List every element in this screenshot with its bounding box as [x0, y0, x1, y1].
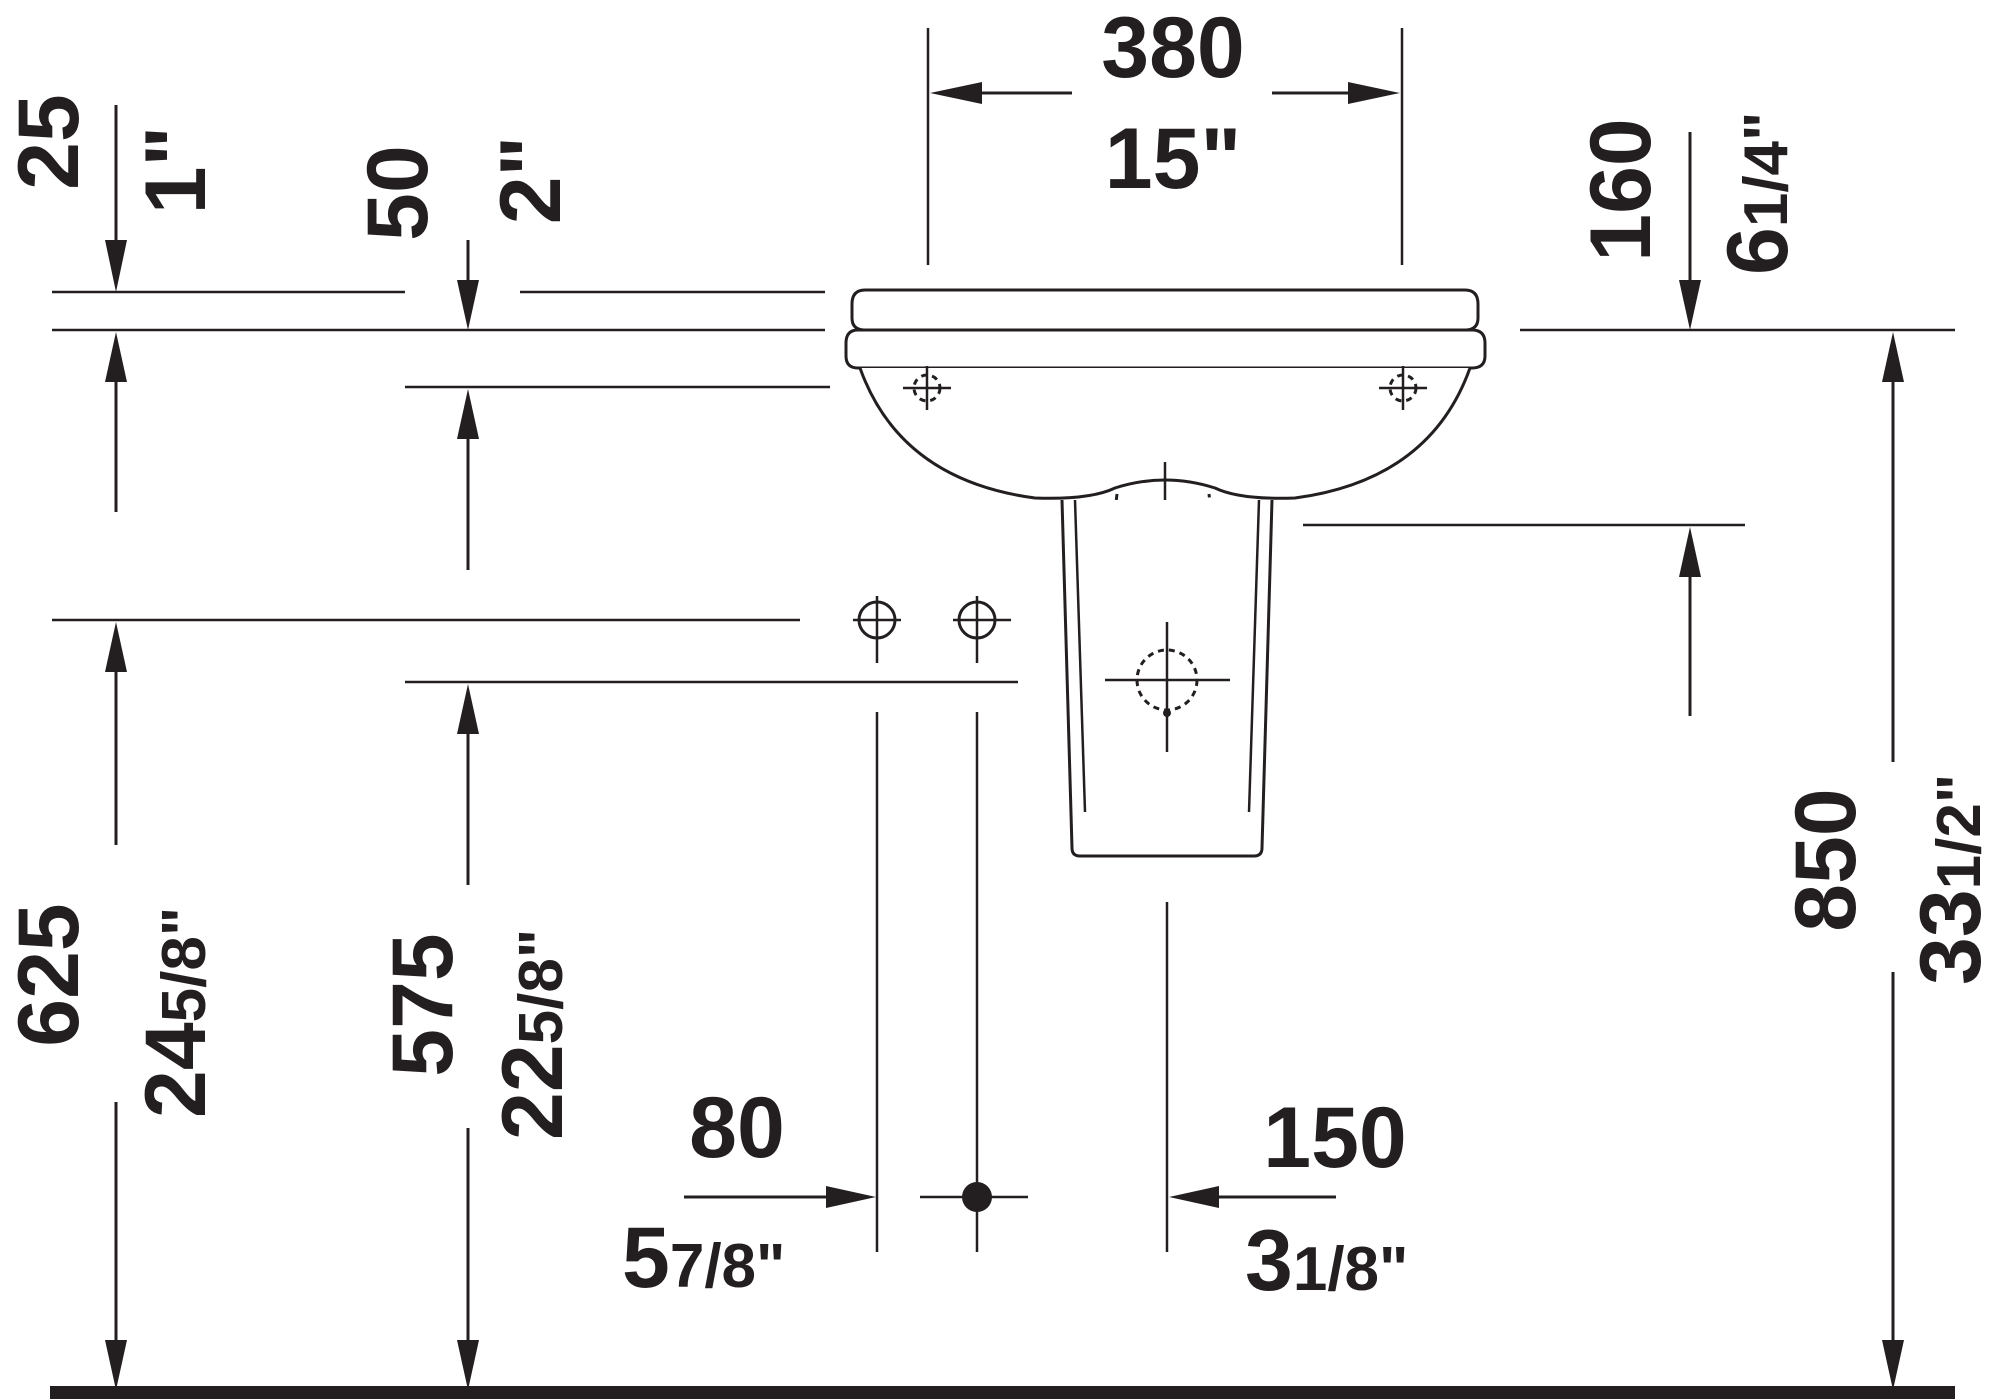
mounting-hole-right-icon: [1379, 366, 1427, 410]
dim-575-inch: 225/8": [485, 929, 581, 1140]
dim-380-mm: 380: [1101, 0, 1245, 96]
mounting-hole-left-icon: [903, 366, 951, 410]
basin-rim-band: [844, 328, 1487, 370]
dim-25-mm: 25: [1, 94, 97, 190]
dim-160-mm: 160: [1573, 118, 1669, 262]
supply-valve-right-icon: [953, 596, 1011, 663]
dim-160-inch: 61/4": [1710, 112, 1806, 275]
dimension-labels: 380 15" 25 1" 50 2" 160 61/4" 850 331/2"…: [1, 0, 1999, 1309]
dim-25-inch: 1": [128, 126, 224, 215]
supply-valve-left-icon: [853, 596, 901, 663]
extension-lines: [52, 28, 1955, 1252]
waste-outlet-icon: [1105, 622, 1230, 752]
dim-625-mm: 625: [1, 903, 97, 1047]
dim-625-inch: 245/8": [128, 907, 224, 1118]
dim-50-mm: 50: [350, 145, 446, 241]
dim-150-inch: 31/8": [1245, 1213, 1408, 1309]
dim-150-mm: 150: [1263, 1090, 1407, 1186]
dim-50-inch: 2": [483, 136, 579, 225]
dim-80-mm: 80: [689, 1080, 785, 1176]
basin-rim-top: [850, 288, 1480, 332]
dim-380-inch: 15": [1105, 111, 1241, 207]
dim-80-inch: 57/8": [622, 1210, 785, 1306]
center-point-icon: [962, 1182, 992, 1212]
washbasin: [844, 288, 1487, 858]
dim-850-mm: 850: [1778, 788, 1874, 932]
dim-850-inch: 331/2": [1903, 774, 1999, 985]
dim-575-mm: 575: [375, 933, 471, 1077]
dimension-lines: [105, 82, 1904, 1390]
